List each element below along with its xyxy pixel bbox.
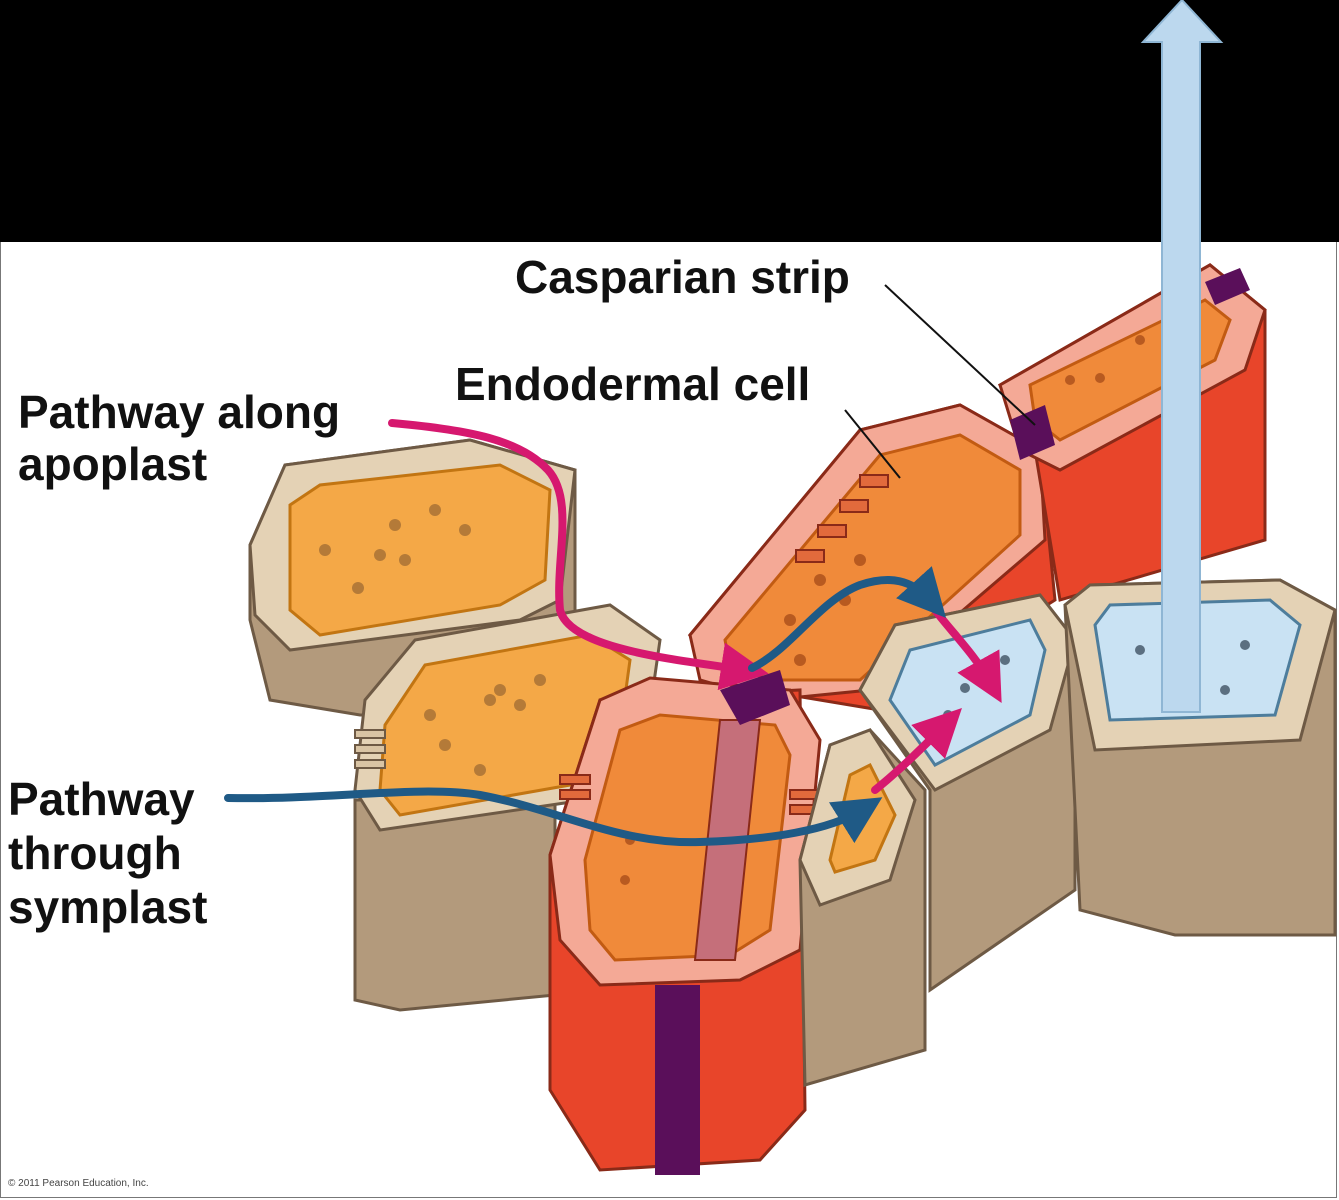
casparian-strip-leader (884, 284, 1036, 426)
symplast-upper-arrow (748, 566, 947, 672)
apoplast-pathway-arrow (388, 419, 769, 691)
xylem-upward-flow-arrow (1140, 0, 1224, 713)
cortex-cell-lower (353, 603, 662, 1012)
black-header-band (0, 0, 1339, 242)
apoplast-branch-arrow-lower (871, 708, 962, 794)
casparian-strip-label: Casparian strip (515, 251, 850, 303)
symplast-label-line3: symplast (8, 881, 208, 933)
apoplast-label-line1: Pathway along (18, 386, 341, 438)
copyright-notice: © 2011 Pearson Education, Inc. (8, 1178, 149, 1189)
endodermal-cell-label: Endodermal cell (455, 358, 811, 410)
endodermal-cell-leader (844, 409, 901, 479)
symplast-label-line2: through (8, 827, 182, 879)
apoplast-label-line2: apoplast (18, 438, 208, 490)
symplast-label-line1: Pathway (8, 773, 195, 825)
endodermal-cell-front (548, 670, 822, 1175)
symplast-pathway-arrow (224, 787, 883, 847)
pericycle-cell (798, 728, 927, 1087)
